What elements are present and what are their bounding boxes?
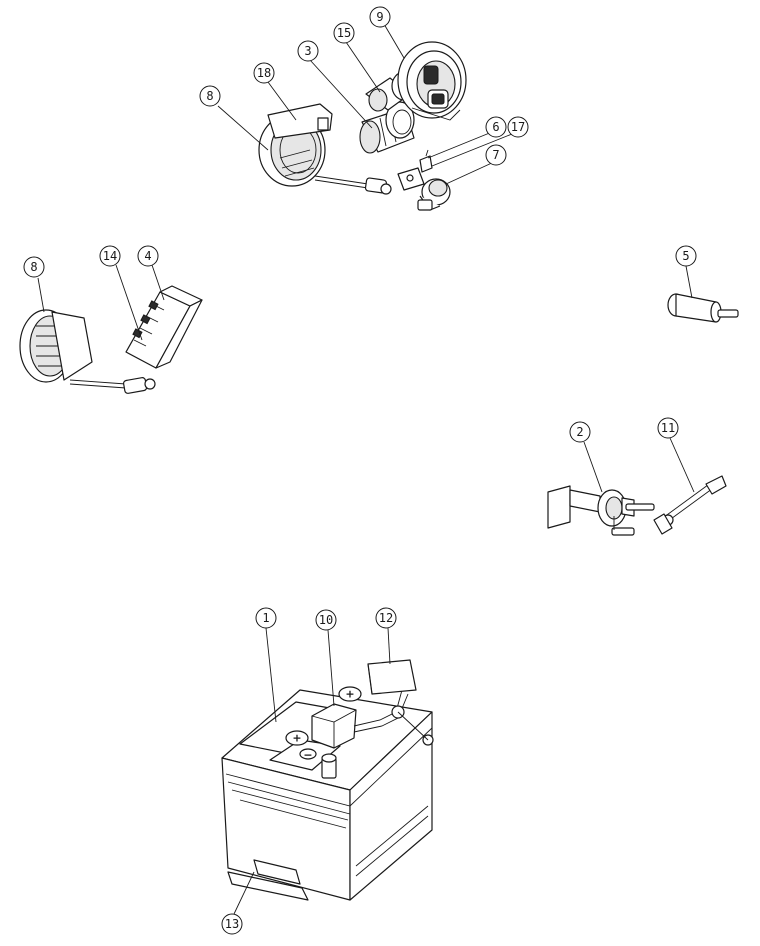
callout-3-label: 3 [304, 44, 311, 58]
battery-plus-symbol-2: + [345, 688, 354, 701]
callout-13: 13 [221, 913, 243, 935]
cable-lug-part [653, 475, 727, 535]
callout-7: 7 [485, 144, 507, 166]
socket-bezel-part [397, 41, 467, 121]
lamp-housing-part [258, 103, 333, 187]
callout-6: 6 [485, 116, 507, 138]
callout-14: 14 [99, 245, 121, 267]
switch-part [397, 149, 451, 211]
callout-8-top-label: 8 [206, 89, 213, 103]
terminal-block-part [125, 285, 203, 369]
callout-11: 11 [657, 417, 679, 439]
callout-4: 4 [137, 245, 159, 267]
callout-3: 3 [297, 40, 319, 62]
callout-8-left: 8 [23, 256, 45, 278]
second-lamp-housing-part [19, 309, 156, 394]
leader-lines [37, 23, 695, 915]
callout-2: 2 [569, 421, 591, 443]
callout-2-label: 2 [576, 425, 583, 439]
callout-4-label: 4 [144, 249, 151, 263]
callout-8-left-label: 8 [30, 260, 37, 274]
callout-8-top: 8 [199, 85, 221, 107]
callout-14-label: 14 [103, 249, 117, 263]
callout-7-label: 7 [492, 148, 499, 162]
callout-12: 12 [375, 607, 397, 629]
battery-minus-symbol: − [303, 749, 312, 762]
callout-1: 1 [255, 607, 277, 629]
battery-plus-symbol-1: + [292, 732, 301, 745]
isolator-switch-part [547, 485, 655, 536]
callout-18-label: 18 [257, 66, 271, 80]
callout-18: 18 [253, 62, 275, 84]
callout-13-label: 13 [225, 917, 239, 931]
callout-12-label: 12 [379, 611, 393, 625]
callout-15-label: 15 [337, 26, 351, 40]
callout-5: 5 [675, 245, 697, 267]
callout-1-label: 1 [262, 611, 269, 625]
callout-6-label: 6 [492, 120, 499, 134]
callout-15: 15 [333, 22, 355, 44]
callout-10-label: 10 [319, 613, 333, 627]
callout-10: 10 [315, 609, 337, 631]
callout-5-label: 5 [682, 249, 689, 263]
battery-part [221, 659, 434, 901]
callout-9: 9 [369, 6, 391, 28]
callout-11-label: 11 [661, 421, 675, 435]
sensor-part [667, 293, 739, 323]
callout-17-label: 17 [511, 120, 525, 134]
lamp-cable-part [314, 175, 392, 195]
callout-9-label: 9 [376, 10, 383, 24]
callout-17: 17 [507, 116, 529, 138]
socket-part [359, 101, 415, 154]
